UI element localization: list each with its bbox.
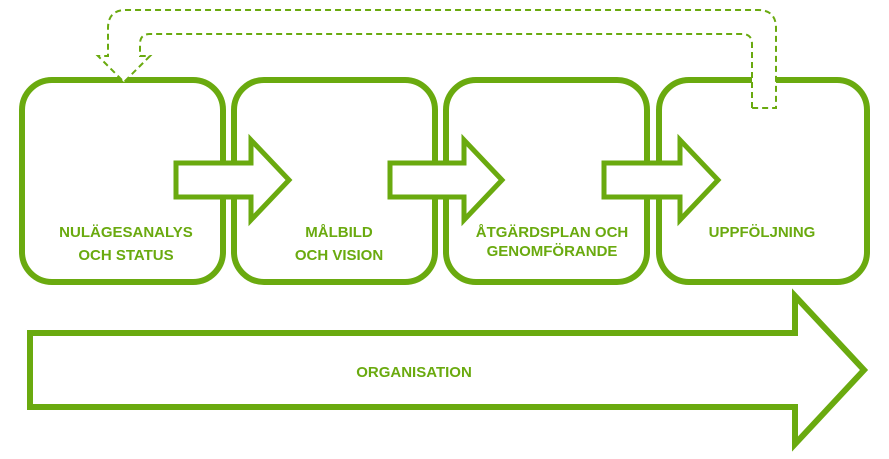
step-label-nulagesanalys-line2: OCH STATUS — [78, 247, 173, 264]
organisation-label: ORGANISATION — [356, 364, 472, 381]
arrow-right-icon — [387, 133, 506, 227]
step-label-nulagesanalys-line1: NULÄGESANALYS — [59, 224, 193, 241]
step-label-malbild-line1: MÅLBILD — [305, 224, 373, 241]
arrow-right-icon — [173, 133, 293, 227]
dashed-return-arrow-icon — [95, 9, 777, 109]
step-label-atgardsplan-line1: ÅTGÄRDSPLAN OCH — [476, 224, 629, 241]
step-label-uppfoljning-line1: UPPFÖLJNING — [709, 224, 816, 241]
arrow-right-icon — [601, 133, 722, 227]
step-label-atgardsplan-line2: GENOMFÖRANDE — [487, 243, 618, 260]
organisation-arrow — [27, 288, 869, 452]
step-label-malbild-line2: OCH VISION — [295, 247, 383, 264]
